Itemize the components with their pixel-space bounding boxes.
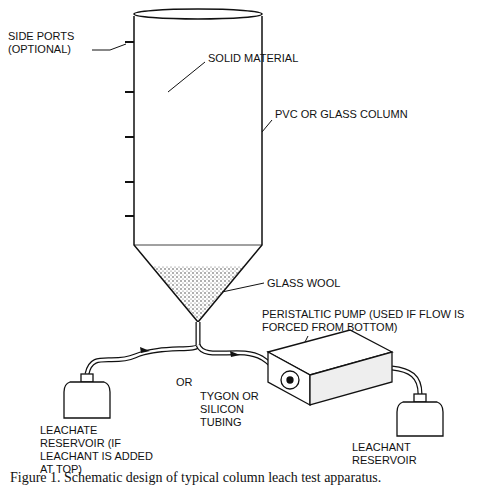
leader-lines (92, 44, 308, 348)
callout-label: GLASS WOOL (267, 277, 377, 290)
peristaltic-pump (268, 330, 392, 405)
glass-wool (152, 266, 244, 320)
side-ports (125, 42, 134, 216)
callout-label: SIDE PORTS (OPTIONAL) (8, 30, 92, 56)
callout-label: LEACHATE RESERVOIR (IF LEACHANT IS ADDED… (40, 424, 158, 476)
callout-label: PVC OR GLASS COLUMN (275, 108, 445, 121)
figure-caption: Figure 1. Schematic design of typical co… (10, 470, 482, 486)
callout-label: TYGON OR SILICON TUBING (200, 390, 286, 429)
leachate-bottle (64, 374, 110, 418)
callout-label: PERISTALTIC PUMP (USED IF FLOW IS FORCED… (262, 308, 477, 334)
flow-arrows (140, 347, 240, 357)
callout-label: SOLID MATERIAL (208, 52, 328, 65)
leachant-bottle (397, 394, 443, 436)
alternative-label: OR (176, 376, 206, 389)
callout-label: LEACHANT RESERVOIR (352, 441, 462, 467)
